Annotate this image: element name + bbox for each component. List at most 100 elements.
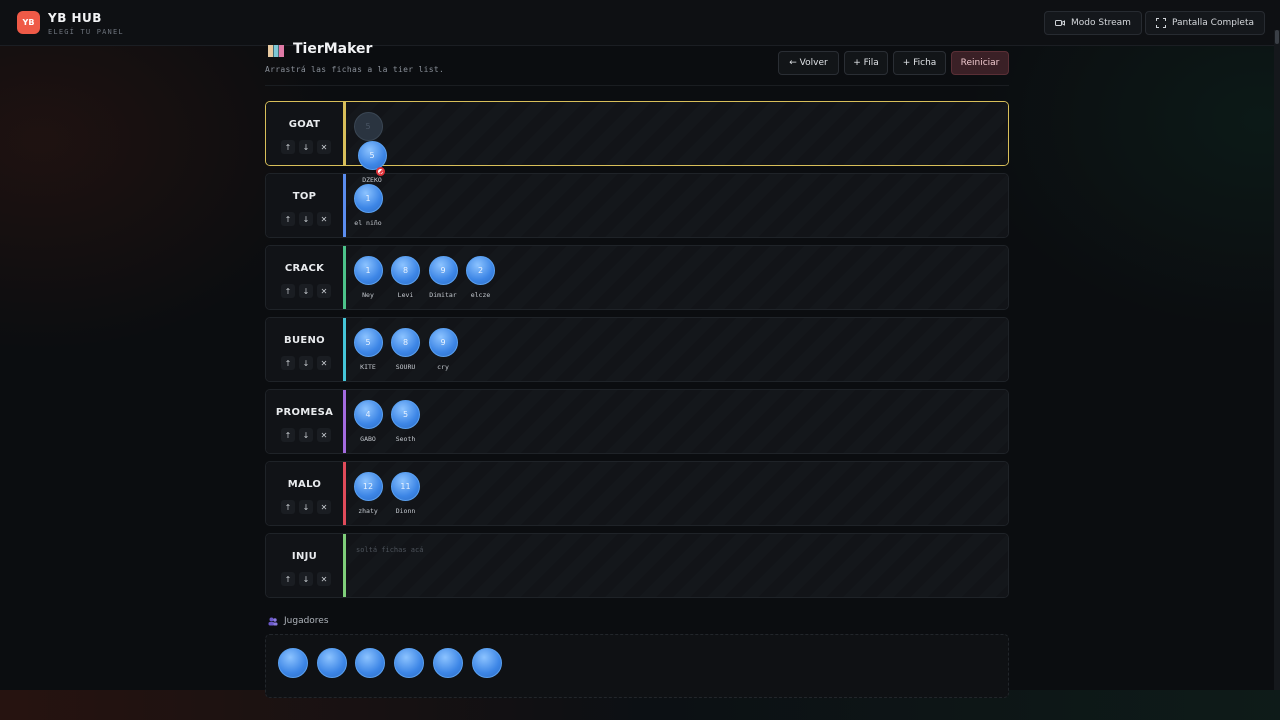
tier-drop-zone[interactable]: 5 [346,102,1008,165]
player-chip[interactable]: 11 Dionn [390,472,422,515]
player-token[interactable] [471,648,502,678]
chip-name: elcze [470,291,491,299]
move-up-button[interactable]: ↑ [281,212,295,226]
move-down-button[interactable]: ↓ [299,212,313,226]
player-chip[interactable]: 9 cry [427,328,459,371]
delete-row-button[interactable]: ✕ [317,500,331,514]
player-chip[interactable]: 5 Seoth [390,400,422,443]
player-chip[interactable]: 2 elcze [465,256,497,299]
chip-number: 9 [428,328,458,357]
chip-number: 1 [353,256,383,285]
delete-row-button[interactable]: ✕ [317,428,331,442]
empty-hint: soltá fichas acá [356,546,424,554]
tier-label: GOAT ↑ ↓ ✕ [266,102,343,165]
tier-drop-zone[interactable]: soltá fichas acá [346,534,1008,597]
move-up-button[interactable]: ↑ [281,428,295,442]
players-title: Jugadores [284,616,329,626]
delete-row-button[interactable]: ✕ [317,356,331,370]
players-pool[interactable] [265,634,1009,698]
player-token[interactable] [278,648,308,678]
player-token[interactable] [355,648,386,678]
fullscreen-button[interactable]: Pantalla Completa [1145,11,1266,35]
dragging-chip[interactable]: 5 DZEKO [356,141,388,184]
move-up-button[interactable]: ↑ [281,500,295,514]
player-chip[interactable]: 4 GABO [352,400,384,443]
move-up-button[interactable]: ↑ [281,284,295,298]
chip-name: SOURU [395,363,416,371]
dragging-chip-number: 5 [357,141,387,170]
move-down-button[interactable]: ↓ [299,140,313,154]
move-up-button[interactable]: ↑ [281,356,295,370]
chip-name: KITE [360,363,376,371]
player-chip[interactable]: 1 el niño [352,184,384,227]
tier-color-bar [343,102,346,165]
users-icon [268,617,278,625]
chip-name: Dimitar [429,291,457,299]
move-down-button[interactable]: ↓ [299,428,313,442]
scrollbar-thumb[interactable] [1275,30,1279,44]
delete-row-button[interactable]: ✕ [317,140,331,154]
tier-color-bar [343,390,346,453]
player-chip[interactable]: 12 zhaty [352,472,384,515]
chip-number: 11 [391,472,420,501]
delete-row-button[interactable]: ✕ [317,572,331,586]
tier-label: TOP ↑ ↓ ✕ [266,174,343,237]
tier-color-bar [343,246,346,309]
stream-mode-button[interactable]: Modo Stream [1044,11,1142,35]
dragging-chip-name: DZEKO [362,176,382,184]
back-button[interactable]: ← Volver [778,51,839,75]
tier-drop-zone[interactable]: 1 el niño [346,174,1008,237]
delete-row-button[interactable]: ✕ [317,212,331,226]
scrollbar[interactable] [1274,30,1280,690]
move-up-button[interactable]: ↑ [281,140,295,154]
chip-number: 5 [353,328,383,357]
chip-number: 8 [391,328,420,357]
ghost-chip: 5 [352,112,384,141]
tier-row[interactable]: TOP ↑ ↓ ✕ 1 el niño [265,173,1009,238]
add-chip-button[interactable]: + Ficha [893,51,946,75]
chip-number: 9 [428,256,458,285]
tiermaker-icon [268,45,284,57]
tier-row[interactable]: INJU ↑ ↓ ✕ soltá fichas acá [265,533,1009,598]
video-icon [1055,20,1065,26]
move-up-button[interactable]: ↑ [281,572,295,586]
move-down-button[interactable]: ↓ [299,572,313,586]
player-token[interactable] [394,648,425,678]
tier-row[interactable]: GOAT ↑ ↓ ✕ 5 [265,101,1009,166]
chip-number: 2 [466,256,495,285]
chip-number: 8 [391,256,420,285]
tier-name: MALO [287,479,322,490]
expand-icon [1156,18,1166,28]
chip-name: Levi [397,291,414,299]
player-chip[interactable]: 8 SOURU [390,328,422,371]
tier-color-bar [343,318,346,381]
player-token[interactable] [316,648,347,678]
player-chip[interactable]: 5 KITE [352,328,384,371]
player-chip[interactable]: 1 Ney [352,256,384,299]
player-chip[interactable]: 8 Levi [390,256,422,299]
tier-label: MALO ↑ ↓ ✕ [266,462,343,525]
move-down-button[interactable]: ↓ [299,356,313,370]
chip-number: 12 [353,472,383,501]
reset-button[interactable]: Reiniciar [951,51,1009,75]
tier-label: PROMESA ↑ ↓ ✕ [266,390,343,453]
tier-name: PROMESA [275,407,334,418]
move-down-button[interactable]: ↓ [299,284,313,298]
player-token[interactable] [432,648,463,678]
chip-name: Seoth [395,435,416,443]
move-down-button[interactable]: ↓ [299,500,313,514]
delete-row-button[interactable]: ✕ [317,284,331,298]
header-divider [265,85,1009,86]
tier-color-bar [343,462,346,525]
add-row-button[interactable]: + Fila [844,51,888,75]
player-chip[interactable]: 9 Dimitar [427,256,459,299]
tier-label: INJU ↑ ↓ ✕ [266,534,343,597]
